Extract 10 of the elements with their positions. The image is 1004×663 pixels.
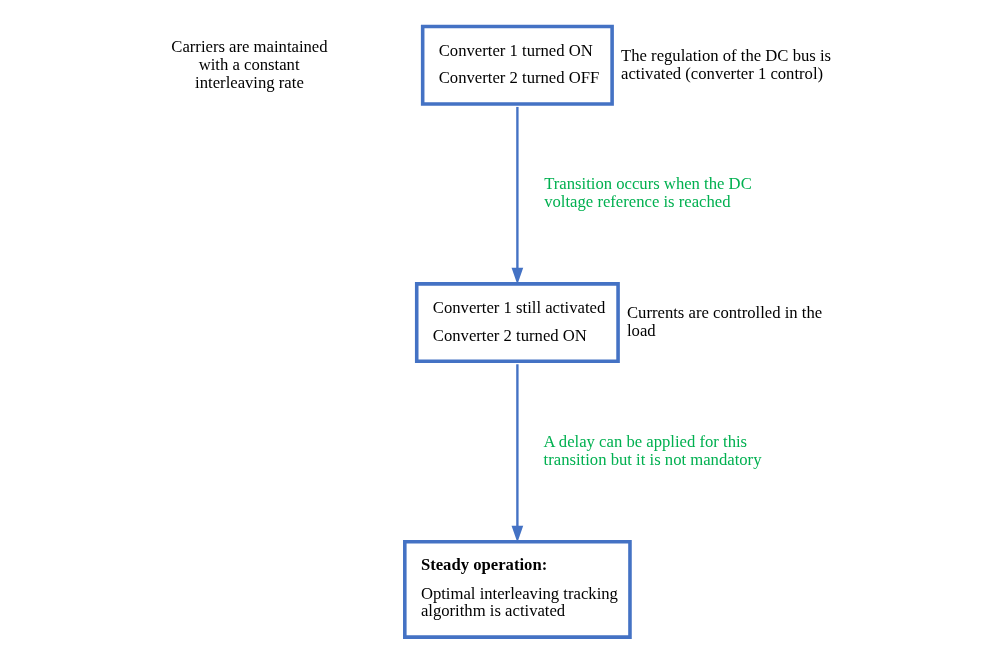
arrow: [511, 106, 523, 285]
node-box: Steady operation: Optimal interleaving tracking algorithm is activated: [402, 540, 632, 639]
node-label: The regulation of the DC bus is activated (converter 1 control): [620, 45, 831, 83]
node-label: Currents are controlled in the load: [626, 303, 822, 340]
arrow: [511, 364, 523, 543]
edge-label: Transition occurs when the DC voltage reference is reached: [543, 174, 752, 212]
node-box: Converter 1 still activated Converter 2 turned ON: [414, 282, 620, 364]
label: Carriers are maintained with a constant interleaving rate: [170, 36, 328, 92]
edge-label: A delay can be applied for this transition but it is not mandatory: [543, 431, 762, 469]
node-box: Converter 1 turned ON Converter 2 turned OFF: [420, 24, 614, 106]
